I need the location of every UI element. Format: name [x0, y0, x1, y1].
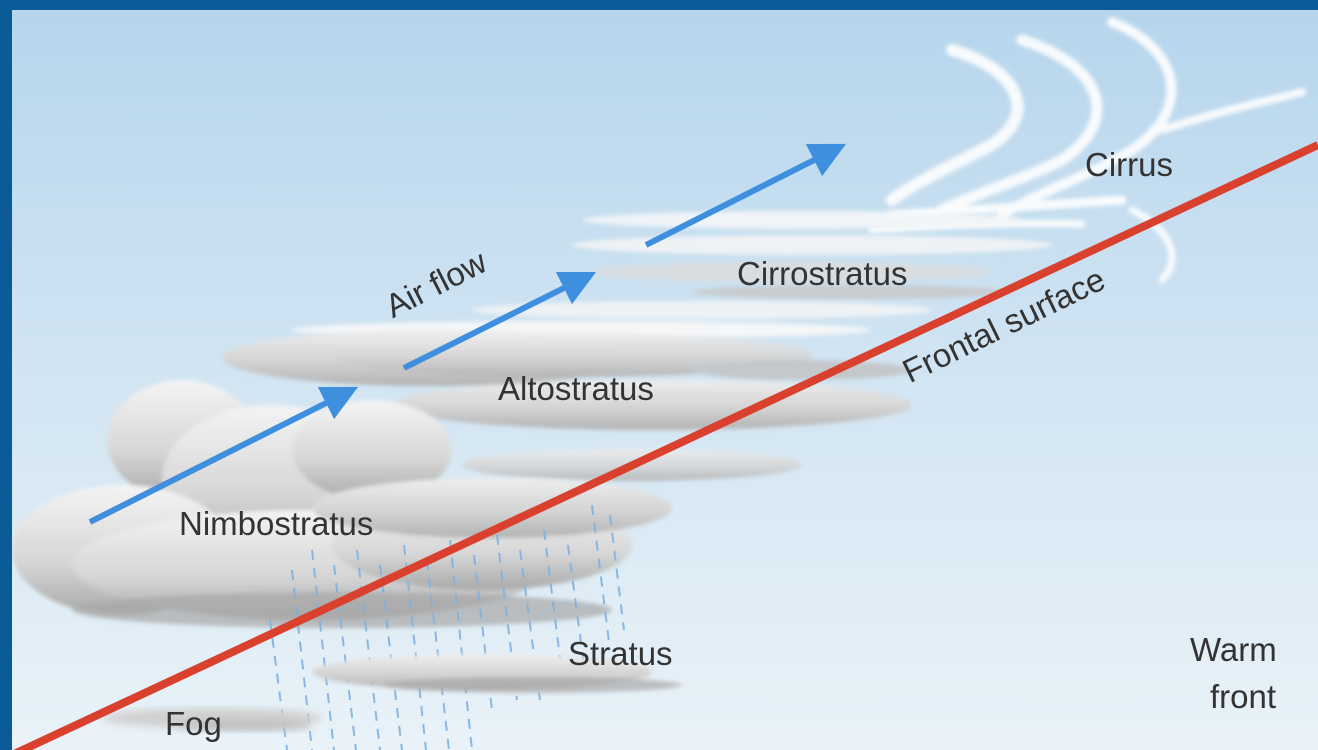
- cirrus-label: Cirrus: [1085, 148, 1173, 181]
- diagram-panel: Cirrus Cirrostratus Altostratus Nimbostr…: [12, 10, 1318, 750]
- altostratus-label: Altostratus: [498, 372, 654, 405]
- nimbostratus-label: Nimbostratus: [179, 507, 373, 540]
- fog-label: Fog: [165, 707, 222, 740]
- stratus-label: Stratus: [568, 637, 673, 670]
- cirrostratus-label: Cirrostratus: [737, 257, 908, 290]
- warm-front-label-line1: Warm: [1190, 633, 1277, 666]
- warm-front-label-line2: front: [1210, 680, 1276, 713]
